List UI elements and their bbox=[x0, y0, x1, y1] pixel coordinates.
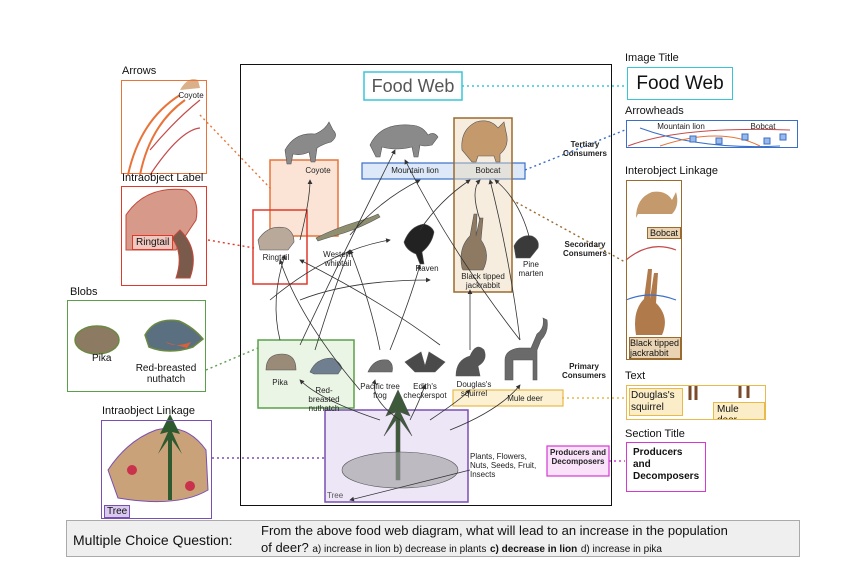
question-answer: c) decrease in lion bbox=[489, 544, 578, 555]
tree-label: Tree bbox=[327, 491, 344, 500]
arrowheads-callout: Mountain lion Bobcat bbox=[626, 120, 798, 148]
ringtail-sample-label: Ringtail bbox=[132, 235, 174, 250]
blobs-callout: Pika Red-breasted nuthatch bbox=[67, 300, 206, 392]
arrowheads-title: Arrowheads bbox=[625, 105, 684, 117]
interobject-bobcat-label: Bobcat bbox=[647, 227, 681, 239]
mountain-lion-figure bbox=[369, 124, 439, 158]
pine-marten-figure bbox=[513, 235, 539, 259]
text-callout-art bbox=[688, 386, 750, 400]
bobcat-label: Bobcat bbox=[475, 166, 501, 175]
pine-marten-label: Pine marten bbox=[518, 260, 544, 278]
deer-figure bbox=[504, 317, 548, 381]
text-callout-title: Text bbox=[625, 370, 646, 382]
ringtail-highlight bbox=[252, 209, 308, 285]
question-line2-start: of deer? bbox=[261, 540, 309, 555]
butterfly-figure bbox=[404, 351, 446, 373]
secondary-consumers-label: Secondary Consumers bbox=[562, 240, 607, 258]
raven-label: Raven bbox=[415, 264, 439, 273]
arrowheads-callout-art bbox=[627, 127, 791, 148]
producers-highlight bbox=[546, 445, 610, 477]
mountain-lion-label: Mountain lion bbox=[391, 166, 439, 175]
squirrel-label: Douglas's squirrel bbox=[456, 380, 492, 398]
text-squirrel-label: Douglas's squirrel bbox=[629, 388, 683, 416]
main-title: Food Web bbox=[371, 75, 455, 96]
whiptail-figure bbox=[315, 213, 381, 242]
squirrel-figure bbox=[455, 346, 486, 377]
interobject-callout-art bbox=[625, 191, 678, 335]
coyote-label: Coyote bbox=[305, 166, 331, 175]
raven-figure bbox=[403, 223, 435, 265]
blobs-title: Blobs bbox=[70, 286, 98, 298]
intraobject-label-callout: Ringtail bbox=[121, 186, 207, 286]
interobject-linkage-title: Interobject Linkage bbox=[625, 165, 718, 177]
primary-consumers-label: Primary Consumers bbox=[561, 362, 606, 380]
text-deer-label: Mule deer bbox=[713, 402, 765, 419]
food-web-diagram bbox=[240, 64, 612, 506]
jackrabbit-label: Black tipped jackrabbit bbox=[461, 272, 505, 290]
ringtail-label: Ringtail bbox=[262, 253, 290, 262]
nuthatch-label: Red-breasted nuthatch bbox=[308, 386, 340, 413]
blob-pika-label: Pika bbox=[92, 353, 112, 364]
arrows-callout-title: Arrows bbox=[122, 65, 157, 77]
coyote-figure bbox=[284, 121, 336, 165]
arrowheads-bobcat-label: Bobcat bbox=[750, 122, 776, 131]
image-title-callout: Food Web bbox=[627, 67, 733, 100]
question-options-before: a) increase in lion b) decrease in plant… bbox=[312, 544, 487, 555]
blob-nuthatch-label: Red-breasted nuthatch bbox=[135, 363, 197, 385]
intraobject-label-title: Intraobject Label bbox=[122, 172, 204, 184]
image-title-sample: Food Web bbox=[636, 72, 724, 94]
ringtail-figure bbox=[257, 226, 295, 251]
producers-label: Producers and Decomposers bbox=[549, 448, 606, 466]
jackrabbit-figure bbox=[460, 213, 487, 271]
blobs-callout-art bbox=[74, 319, 205, 355]
tertiary-consumers-label: Tertiary Consumers bbox=[562, 140, 607, 158]
frog-label: Pacific tree frog bbox=[360, 382, 400, 400]
question-line2: of deer? a) increase in lion b) decrease… bbox=[261, 540, 662, 555]
pika-figure bbox=[265, 353, 297, 371]
plants-label: Plants, Flowers, Nuts, Seeds, Fruit, Ins… bbox=[470, 452, 537, 479]
intraobject-linkage-title: Intraobject Linkage bbox=[102, 405, 195, 417]
tree-sample-label: Tree bbox=[104, 505, 131, 518]
interobject-jackrabbit-label: Black tipped jackrabbit bbox=[629, 337, 681, 359]
bobcat-figure bbox=[461, 120, 508, 163]
tree-figure bbox=[383, 389, 413, 481]
image-title-callout-title: Image Title bbox=[625, 52, 679, 64]
interobject-linkage-callout: Bobcat Black tipped jackrabbit bbox=[626, 180, 682, 360]
question-line1: From the above food web diagram, what wi… bbox=[261, 523, 728, 538]
checkerspot-label: Edith's checkerspot bbox=[403, 382, 447, 400]
question-bar: Multiple Choice Question: From the above… bbox=[66, 520, 800, 557]
mountain-lion-bobcat-highlight bbox=[361, 162, 526, 180]
whiptail-label: Western whiptail bbox=[323, 250, 353, 268]
section-title-sample: Producers and Decomposers bbox=[633, 447, 700, 482]
pika-label: Pika bbox=[272, 378, 288, 387]
frog-figure bbox=[367, 359, 393, 373]
question-options-after: d) increase in pika bbox=[580, 544, 662, 555]
arrowheads-lion-label: Mountain lion bbox=[657, 122, 705, 131]
arrows-callout-art bbox=[127, 79, 201, 176]
intraobject-linkage-callout: Tree bbox=[101, 420, 212, 519]
question-label: Multiple Choice Question: bbox=[73, 532, 233, 548]
arrows-callout: Coyote bbox=[121, 80, 207, 174]
deer-label: Mule deer bbox=[507, 394, 543, 403]
tree-callout-art bbox=[107, 414, 209, 503]
arrows-sample-label: Coyote bbox=[178, 91, 204, 100]
ringtail-callout-art bbox=[125, 188, 198, 279]
section-title-callout: Producers and Decomposers bbox=[626, 442, 706, 492]
ground-figure bbox=[341, 451, 459, 489]
text-callout: Douglas's squirrel Mule deer bbox=[626, 385, 766, 420]
section-title-callout-title: Section Title bbox=[625, 428, 685, 440]
